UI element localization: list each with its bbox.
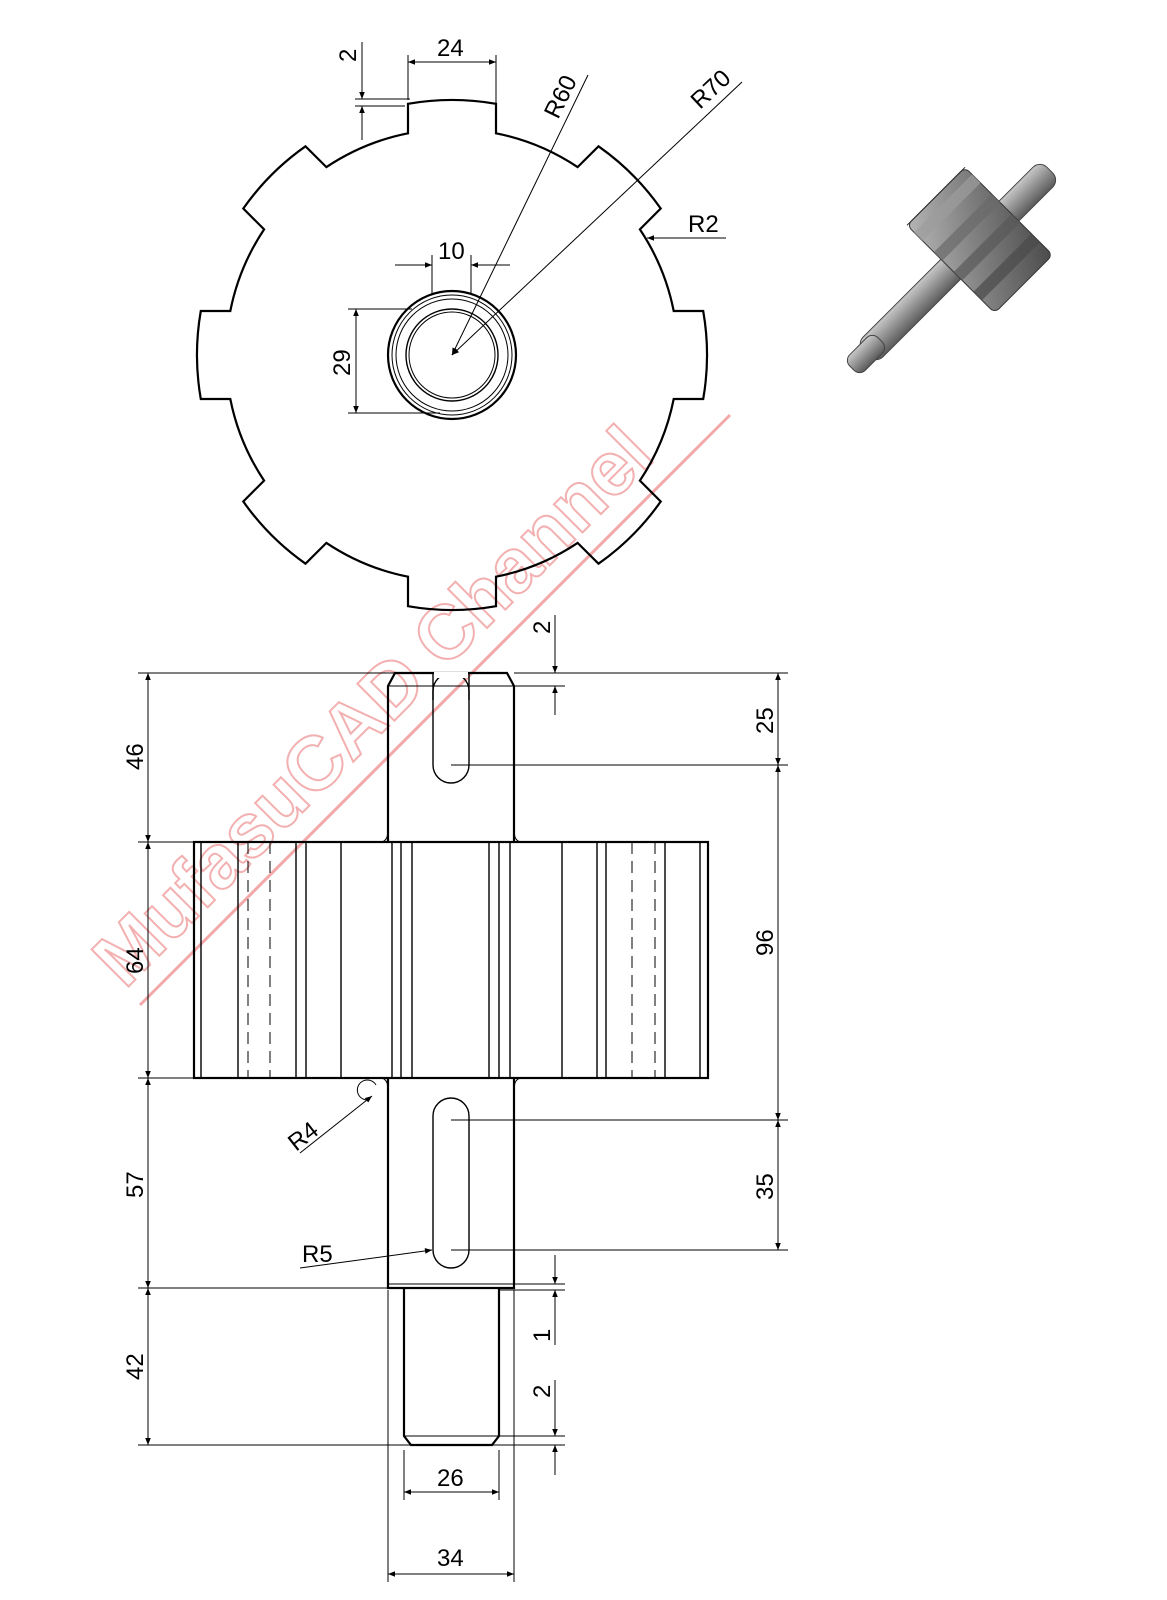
dim-tooth-depth: 2 xyxy=(335,49,362,62)
gear-outline xyxy=(195,98,709,612)
gear-tooth-lines xyxy=(200,842,701,1078)
watermark-underline xyxy=(138,413,732,1007)
dim-keyway-radius: R5 xyxy=(302,1241,333,1268)
gear-body xyxy=(192,840,710,1080)
dim-fillet-r4: R4 xyxy=(283,1117,324,1157)
hub-outer-circle xyxy=(386,289,518,421)
dim-keyway-top: 25 xyxy=(752,707,779,734)
dim-stub-length: 42 xyxy=(122,1353,149,1380)
gear-front-view xyxy=(192,671,710,1447)
dim-shaft-dia: 34 xyxy=(437,1545,464,1572)
dim-bore: 29 xyxy=(329,349,356,376)
dim-bore-key: 10 xyxy=(438,238,465,265)
dim-keyway-bottom: 35 xyxy=(752,1173,779,1200)
dim-root-radius: R60 xyxy=(539,71,583,122)
dim-lower-shaft-length: 57 xyxy=(122,1171,149,1198)
watermark-text: MufasuCAD Channel xyxy=(77,410,669,1002)
front-view-dimensions: 46 64 57 42 2 25 96 35 1 2 R4 xyxy=(122,615,788,1582)
dim-chamfer-bottom: 2 xyxy=(529,1385,556,1398)
dim-chamfer-top: 2 xyxy=(529,621,556,634)
top-view-dimensions: 24 2 R60 R70 R2 10 29 xyxy=(329,35,743,414)
dim-step-offset: 1 xyxy=(529,1329,556,1342)
bore-circle xyxy=(405,308,499,402)
dim-gear-width: 64 xyxy=(122,947,149,974)
lower-keyway-slot xyxy=(432,1097,470,1269)
hub-ring-2 xyxy=(395,298,509,412)
render-3d-gear-shaft xyxy=(846,163,1057,374)
dim-tip-radius: R70 xyxy=(686,65,737,115)
lower-shaft-outline xyxy=(386,1078,516,1290)
hub-ring-1 xyxy=(391,294,513,416)
dim-fillet-r2: R2 xyxy=(688,211,719,238)
dim-stub-dia: 26 xyxy=(437,1465,464,1492)
stub-outline xyxy=(402,1288,501,1447)
gear-top-view xyxy=(195,98,709,612)
dim-keyway-span: 96 xyxy=(752,929,779,956)
dim-top-shaft-length: 46 xyxy=(122,743,149,770)
dim-tooth-width: 24 xyxy=(437,35,464,62)
bore-circle-inner xyxy=(408,311,496,399)
